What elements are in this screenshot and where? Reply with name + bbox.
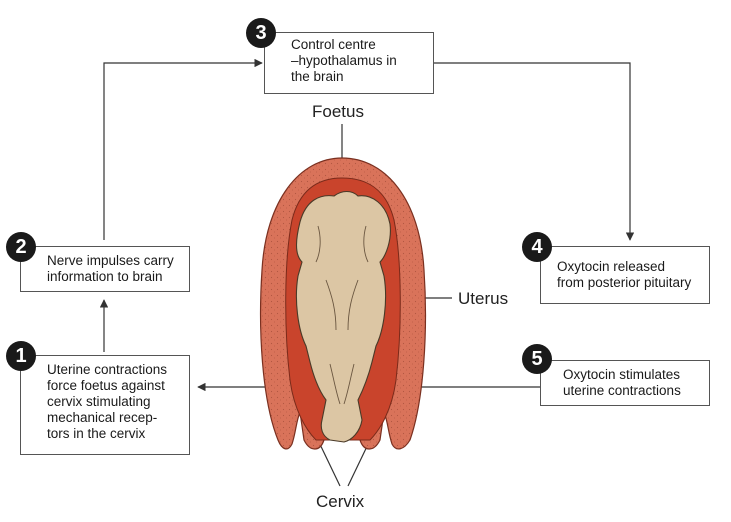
arrow-3-to-4 [434, 62, 635, 241]
label-uterus: Uterus [458, 289, 509, 308]
step-4-badge: 4 [522, 232, 552, 262]
step-2-box: Nerve impulses carry information to brai… [20, 246, 190, 292]
step-5-badge: 5 [522, 344, 552, 374]
step-1-badge: 1 [6, 341, 36, 371]
label-foetus: Foetus [312, 102, 364, 121]
step-3-box: Control centre –hypothalamus in the brai… [264, 32, 434, 94]
step-3-badge: 3 [246, 18, 276, 48]
step-2-badge: 2 [6, 232, 36, 262]
label-cervix: Cervix [316, 492, 365, 511]
step-5-box: Oxytocin stimulates uterine contractions [540, 360, 710, 406]
arrow-2-to-3 [103, 58, 263, 240]
step-1-box: Uterine contractions force foetus agains… [20, 355, 190, 455]
foetus-shape [295, 190, 391, 443]
step-4-box: Oxytocin released from posterior pituita… [540, 246, 710, 304]
